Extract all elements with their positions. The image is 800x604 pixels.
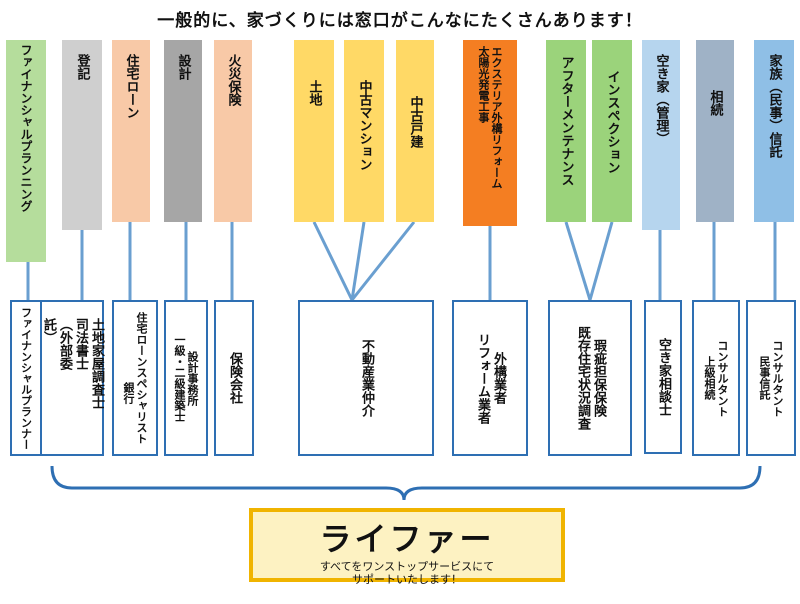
specialist-label-b: 外構業者	[491, 352, 506, 404]
bracket-brace	[50, 465, 762, 501]
specialist-inheritance: 上級相続 コンサルタント	[692, 300, 740, 456]
category-label: 中古戸建	[407, 96, 423, 148]
category-inspection: インスペクション	[592, 40, 632, 222]
specialist-label: ファイナンシャルプランナー	[19, 306, 33, 450]
specialist-label-a: 民事信託	[758, 356, 771, 400]
brand-name: ライファー	[319, 520, 495, 558]
specialist-label-a: リフォーム業者	[475, 332, 490, 424]
category-label: 中古マンション	[356, 80, 372, 171]
service-subtitle-line1: すべてをワンストップサービスにて	[319, 560, 495, 573]
specialist-scrivener: 司法書士（外部委託） 土地家屋調査士	[41, 300, 104, 456]
category-label: 家族（民事）信託	[766, 54, 782, 158]
category-label: 設計	[175, 54, 191, 80]
specialist-architect: 一級・二級建築士 設計事務所	[164, 300, 208, 456]
connector-line	[350, 221, 416, 301]
category-design: 設計	[164, 40, 202, 222]
category-family-trust: 家族（民事）信託	[754, 40, 794, 222]
category-label: 住宅ローン	[123, 54, 139, 119]
specialist-label-a: 一級・二級建築士	[173, 334, 186, 422]
specialist-label-a: 銀行	[122, 382, 135, 404]
specialist-inspection: 既存住宅状況調査 瑕疵担保保険	[548, 300, 632, 456]
specialist-label: 保険会社	[227, 352, 242, 404]
category-vacant-house: 空き家（管理）	[642, 40, 680, 230]
specialist-financial-planner: ファイナンシャルプランナー	[10, 300, 42, 456]
category-label: 空き家（管理）	[653, 54, 669, 145]
specialist-label-a: 既存住宅状況調査	[575, 326, 590, 430]
category-label: ファイナンシャルプランニング	[19, 44, 33, 212]
specialist-label: 空き家相談士	[656, 338, 671, 416]
category-housing-loan: 住宅ローン	[112, 40, 150, 222]
category-registration: 登記	[62, 40, 102, 230]
category-label: 登記	[74, 54, 90, 80]
category-label: 相続	[707, 90, 723, 116]
connector-line	[350, 221, 366, 301]
specialist-label-b: 住宅ローンスペシャリスト	[135, 312, 148, 444]
specialist-label-a: 上級相続	[703, 356, 716, 400]
specialist-insurance: 保険会社	[214, 300, 254, 456]
category-label: インスペクション	[604, 70, 620, 174]
service-subtitle-line2: サポートいたします！	[352, 573, 462, 586]
specialist-loan: 銀行 住宅ローンスペシャリスト	[112, 300, 158, 456]
category-financial-planning: ファイナンシャルプランニング	[6, 40, 46, 262]
category-used-house: 中古戸建	[396, 40, 434, 222]
category-after-maintenance: アフターメンテナンス	[546, 40, 586, 222]
category-label: アフターメンテナンス	[558, 56, 574, 186]
category-reform: 太陽光発電工事 エクステリア外構リフォーム	[463, 40, 517, 226]
specialist-realtor: 不動産業仲介	[298, 300, 434, 456]
specialist-family-trust: 民事信託 コンサルタント	[746, 300, 796, 456]
category-label: 土地	[306, 80, 322, 106]
specialist-label-b: 瑕疵担保保険	[591, 339, 606, 417]
category-used-condo: 中古マンション	[344, 40, 384, 222]
specialist-label-b: コンサルタント	[771, 339, 784, 417]
category-inheritance: 相続	[696, 40, 734, 222]
connector-line	[588, 221, 614, 301]
specialist-vacant-house: 空き家相談士	[644, 300, 682, 454]
specialist-label: 不動産業仲介	[359, 339, 374, 417]
connector-line	[564, 221, 592, 301]
category-label-b: エクステリア外構リフォーム	[490, 46, 503, 189]
specialist-label-a: 司法書士（外部委託）	[41, 318, 88, 370]
specialist-reform: リフォーム業者 外構業者	[452, 300, 528, 456]
category-land: 土地	[294, 40, 334, 222]
category-label-a: 太陽光発電工事	[477, 46, 490, 123]
specialist-label-b: 土地家屋調査士	[89, 318, 104, 409]
category-label: 火災保険	[225, 54, 241, 106]
category-fire-insurance: 火災保険	[214, 40, 252, 222]
specialist-label-b: 設計事務所	[186, 350, 199, 406]
one-stop-service-box: ライファー すべてをワンストップサービスにて サポートいたします！	[249, 508, 565, 586]
page-title: 一般的に、家づくりには窓口がこんなにたくさんあります！	[157, 11, 643, 31]
connector-line	[312, 221, 354, 301]
specialist-label-b: コンサルタント	[716, 339, 729, 417]
